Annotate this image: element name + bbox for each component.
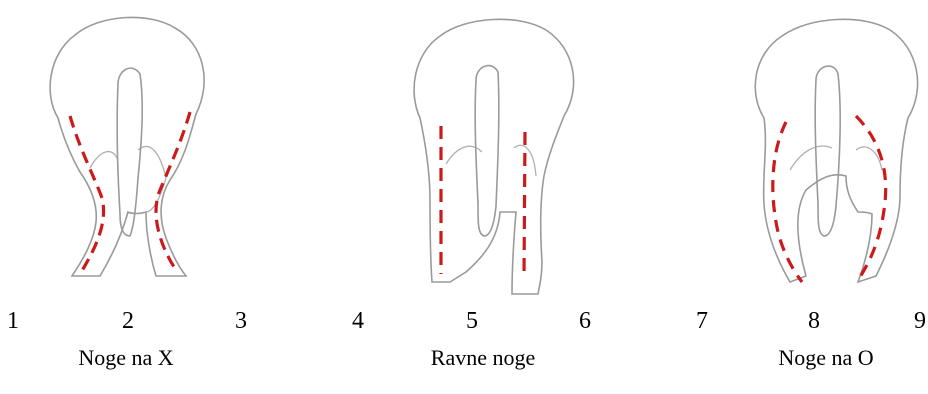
caption-x-legs: Noge na X	[78, 347, 173, 369]
label-number: 4	[352, 309, 364, 333]
right-alignment-line	[156, 112, 190, 270]
figure-x-legs	[50, 17, 204, 276]
caption-straight-legs: Ravne noge	[431, 347, 535, 369]
label-number: 2	[122, 309, 134, 333]
body-outline	[50, 17, 204, 276]
label-number: 1	[7, 309, 19, 333]
right-alignment-line	[856, 116, 886, 280]
label-number: 6	[579, 309, 591, 333]
tail	[815, 66, 840, 236]
inner-contour	[90, 146, 166, 212]
caption-o-legs: Noge na O	[778, 347, 873, 369]
label-number: 3	[235, 309, 247, 333]
label-number: 8	[808, 309, 820, 333]
label-number: 7	[696, 309, 708, 333]
label-number: 5	[466, 309, 478, 333]
label-number: 9	[914, 309, 926, 333]
figure-straight-legs	[414, 19, 574, 294]
body-outline	[414, 19, 574, 294]
figure-o-legs	[755, 19, 917, 282]
tail	[475, 66, 499, 236]
right-alignment-line	[524, 132, 525, 278]
inner-contour	[446, 145, 536, 176]
inner-contour	[790, 146, 882, 170]
tail	[117, 68, 142, 236]
